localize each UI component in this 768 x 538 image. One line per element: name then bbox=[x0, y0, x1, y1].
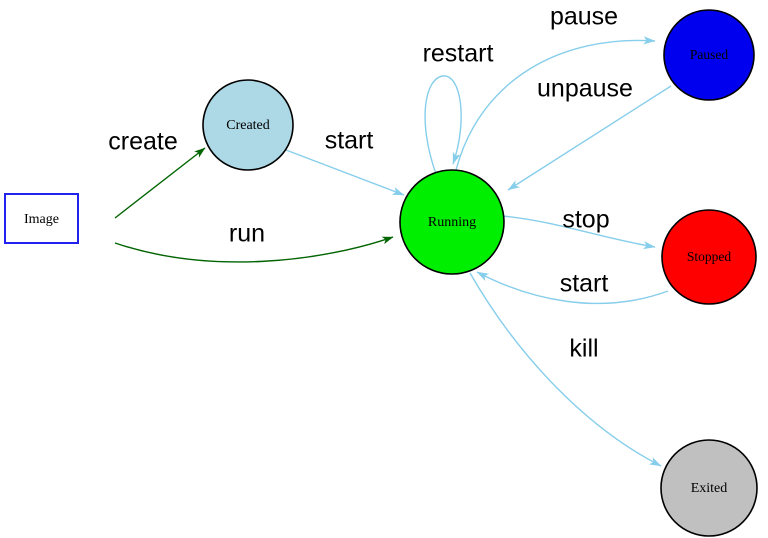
edge-start-created-path bbox=[285, 149, 405, 196]
node-paused-label: Paused bbox=[690, 47, 728, 62]
edge-run-label: run bbox=[229, 220, 265, 248]
edge-create-path bbox=[114, 147, 206, 219]
edge-restart: restart bbox=[423, 40, 494, 175]
edge-stop: stop bbox=[502, 206, 656, 250]
edge-start-created-label: start bbox=[325, 127, 374, 155]
edge-pause: pause bbox=[455, 3, 656, 171]
node-stopped-shape[interactable] bbox=[661, 209, 757, 305]
edge-pause-path bbox=[455, 36, 656, 171]
edge-start-stopped: start bbox=[476, 270, 669, 305]
edge-kill: kill bbox=[469, 272, 662, 467]
edge-create: create bbox=[108, 128, 206, 219]
node-stopped-label: Stopped bbox=[687, 249, 732, 264]
node-exited[interactable]: Exited bbox=[660, 439, 758, 537]
node-running[interactable]: Running bbox=[399, 169, 505, 275]
edge-run-path bbox=[114, 236, 394, 263]
edge-unpause-path bbox=[507, 85, 672, 191]
node-created[interactable]: Created bbox=[202, 79, 294, 171]
node-created-shape[interactable] bbox=[202, 79, 294, 171]
node-running-shape[interactable] bbox=[399, 169, 505, 275]
edge-kill-path bbox=[469, 272, 662, 467]
edge-start-created: start bbox=[285, 127, 405, 196]
edge-unpause-label: unpause bbox=[537, 75, 633, 103]
node-stopped[interactable]: Stopped bbox=[661, 209, 757, 305]
node-exited-shape[interactable] bbox=[660, 439, 758, 537]
edge-run: run bbox=[114, 220, 394, 263]
node-exited-label: Exited bbox=[691, 481, 728, 496]
node-image-shape[interactable] bbox=[4, 193, 79, 244]
edge-start-stopped-label: start bbox=[560, 270, 609, 298]
edge-create-label: create bbox=[108, 128, 177, 156]
node-running-label: Running bbox=[428, 215, 476, 230]
edge-restart-path bbox=[424, 75, 462, 175]
edge-kill-label: kill bbox=[569, 335, 598, 363]
edge-start-stopped-path bbox=[476, 271, 669, 305]
node-created-label: Created bbox=[226, 118, 270, 133]
edge-restart-label: restart bbox=[423, 40, 494, 68]
edge-stop-path bbox=[502, 215, 656, 250]
edge-unpause: unpause bbox=[507, 75, 672, 191]
node-image[interactable]: Image bbox=[4, 193, 79, 244]
edge-stop-label: stop bbox=[562, 206, 609, 234]
node-image-label: Image bbox=[24, 212, 59, 227]
node-paused[interactable]: Paused bbox=[663, 9, 755, 101]
edge-pause-label: pause bbox=[550, 3, 618, 31]
node-paused-shape[interactable] bbox=[663, 9, 755, 101]
